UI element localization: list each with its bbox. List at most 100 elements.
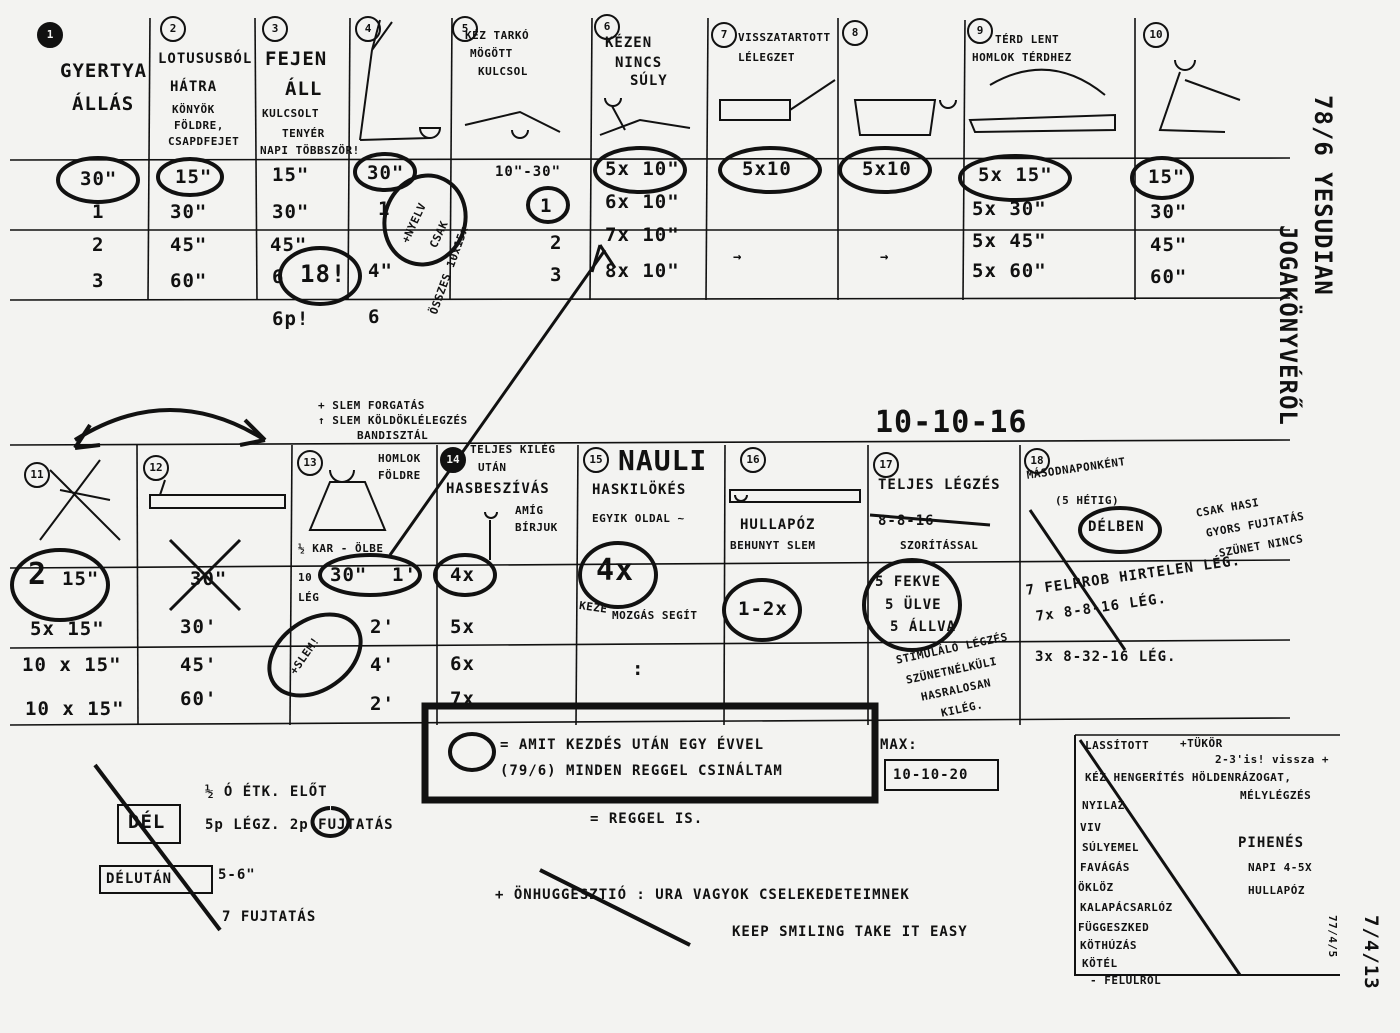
legend-max-label: MAX: [880,737,918,753]
box-item: KÖTHÚZÁS [1080,939,1137,952]
cell-title: NAULI [618,444,708,477]
cell-value: 45' [180,654,218,676]
cell-value: 4' [370,654,395,676]
box-item: FAVÁGÁS [1080,861,1130,874]
cell-title: BEHUNYT SLEM [730,539,816,552]
corner-code: 7/4/13 [1360,915,1382,990]
cell-value: 4x [450,564,475,586]
cell-value: 5x10 [742,158,792,180]
cell-value: 30" [80,168,118,190]
cell-value: 45" [170,234,208,256]
cell-value: 30" [190,568,228,590]
box-rest-note: HULLAPÓZ [1248,884,1305,897]
cell-value: 15" [1148,166,1186,188]
corner-code: 77/4/5 [1326,915,1339,958]
cell-value: 18! [300,260,347,288]
cell-value: 5 ÜLVE [885,597,942,613]
cell-value: 1 [540,195,553,217]
box-note: 2-3'is! vissza + [1215,753,1329,766]
side-title-sub: JOGAKÖNYVÉRŐL [1274,225,1302,426]
cell-title: ½ KAR - ÖLBE [298,542,384,555]
box-item: NYILAZ [1082,799,1125,812]
cell-value: 3 [550,264,563,286]
cell-value: 10 x 15" [22,654,122,676]
step-badge: 8 [842,20,868,46]
cell-value: → [880,249,890,265]
note: 7 FUJTATÁS [222,909,317,925]
cell-title: NAPI TÖBBSZÖR! [260,144,360,157]
cell-value: 30" [170,201,208,223]
step-badge: 14 [440,447,466,473]
cell-title: AMÍG [515,504,544,517]
note: ½ Ó ÉTK. ELŐT [205,784,328,800]
box-note: MÉLYLÉGZÉS [1240,789,1312,802]
cell-value: KEZE [578,599,609,616]
date-stamp: 10-10-16 [875,405,1028,440]
cell-title: LÉLEGZET [738,51,795,64]
table-grid-bottom [9,439,1291,726]
cell-value: 4x [596,553,635,588]
cell-value: 5x 10" [605,158,680,180]
note: 5-6" [218,867,256,883]
table-grid-top [9,17,1291,301]
cell-title: DÉLBEN [1088,519,1145,535]
step-badge: 2 [160,16,186,42]
cell-title: FEJEN [265,48,328,70]
cell-title: KÉZ TARKÓ [465,29,530,42]
cell-value: 10"-30" [495,164,562,180]
cell-value: 5x 15" [30,618,105,640]
cell-value: 45" [270,234,308,256]
cell-value: 8x 10" [605,260,680,282]
step-badge: 12 [143,455,169,481]
cell-title: GYERTYA [60,60,148,82]
cell-value: 5x [450,616,475,638]
cell-title: ÁLL [285,78,323,100]
cell-value: 3 [92,270,105,292]
cell-title: UTÁN [478,461,507,474]
cell-title: MÖGÖTT [470,47,513,60]
cell-title: ÁLLÁS [72,93,135,115]
cell-title: NINCS [615,55,663,71]
value-ovals [10,146,1194,772]
cell-value: 7x 10" [605,224,680,246]
cell-title: HOMLOK TÉRDHEZ [972,51,1072,64]
side-title: 78/6 YESUDIAN [1309,95,1337,296]
cell-title: TENYÉR [282,127,325,140]
cell-value: 5 ÁLLVA [890,619,957,635]
cell-value: 45" [1150,234,1188,256]
cell-value: 30' [180,616,218,638]
step-badge: 16 [740,447,766,473]
cell-title: BÍRJUK [515,521,558,534]
cell-value: 5x 60" [972,260,1047,282]
cell-value: 6 [272,266,285,288]
cell-title: HÁTRA [170,79,218,95]
cell-value: 5x 45" [972,230,1047,252]
cell-value: 10 x 15" [25,698,125,720]
section-label: DÉL [128,811,166,833]
box-head: LASSÍTOTT [1085,739,1150,752]
box-note: KÉZ HENGERÍTÉS HÖLDENRÁZOGAT, [1085,771,1292,784]
cell-value: 30" [367,162,405,184]
cell-value: 5x 30" [972,198,1047,220]
cell-value: 60" [170,270,208,292]
note: BANDISZTÁL [357,429,429,442]
motto-line: + ÖNHUGGESZTIÓ : URA VAGYOK CSELEKEDETEI… [495,887,910,903]
cell-value: 6x [450,653,475,675]
cell-title: TELJES LÉGZÉS [878,477,1001,493]
cell-value: 1 [378,198,391,220]
box-item: VIV [1080,821,1102,834]
step-badge: 3 [262,16,288,42]
cell-title: LÉG [298,591,320,604]
box-item: - FELÜLRŐL [1090,974,1162,987]
cell-title: TÉRD LENT [995,33,1060,46]
legend-box-frame [99,702,1340,976]
step-badge: 4 [355,16,381,42]
cell-value: 4" [368,260,393,282]
cell-title: KÖNYÖK [172,103,215,116]
cell-value: 60" [1150,266,1188,288]
box-item: FÜGGESZKED [1078,921,1150,934]
cell-title: HASKILÖKÉS [592,482,687,498]
cell-title: EGYIK OLDAL ~ [592,512,685,525]
step-badge: 7 [711,22,737,48]
